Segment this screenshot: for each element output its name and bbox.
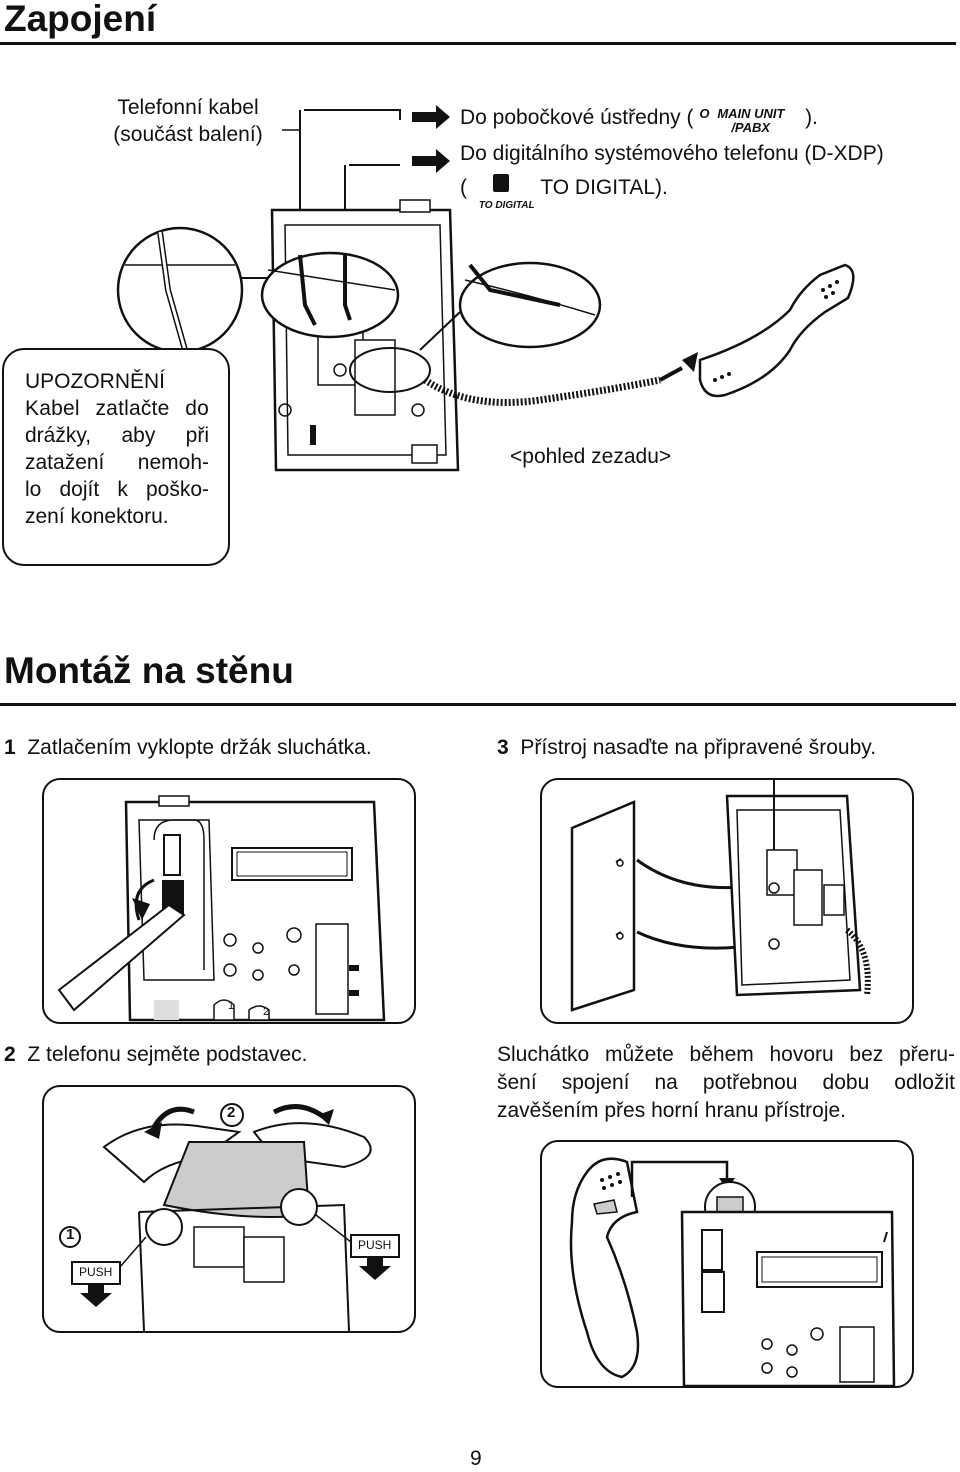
step-number: 2 bbox=[4, 1043, 16, 1066]
note-line: zavěšením přes horní hranu přístroje. bbox=[497, 1099, 847, 1122]
arrow-right-icon bbox=[412, 149, 450, 173]
digital-open: ( bbox=[460, 176, 467, 199]
step-text: Z telefonu sejměte podstavec. bbox=[27, 1043, 308, 1066]
digital-port-icon: TO DIGITAL bbox=[473, 174, 535, 211]
warning-line: drážky, aby při bbox=[25, 424, 209, 447]
stand-removal-illustration bbox=[59, 1103, 400, 1331]
note-line: šení spojení na potřebnou dobu odložit bbox=[497, 1071, 955, 1094]
warning-title: UPOZORNĚNÍ bbox=[25, 370, 166, 393]
section-rule bbox=[0, 703, 956, 706]
connection-illustration bbox=[116, 105, 855, 472]
warning-line: lo dojít k poško- bbox=[25, 478, 209, 501]
push-label: PUSH bbox=[358, 1238, 392, 1252]
circle-two-label: 2 bbox=[227, 1104, 236, 1121]
pabx-port-icon: O MAIN UNIT /PABX bbox=[699, 104, 799, 135]
handset-hook-illustration bbox=[57, 795, 386, 1022]
key-label: 2 bbox=[263, 1006, 270, 1018]
arrow-right-icon bbox=[682, 352, 698, 372]
cable-label-line2: (součást balení) bbox=[113, 123, 263, 146]
section-title: Montáž na stěnu bbox=[4, 650, 294, 691]
arrow-curve-icon bbox=[132, 898, 150, 920]
digital-phone-icon bbox=[492, 174, 509, 192]
circle-one-label: 1 bbox=[66, 1226, 75, 1243]
wall-mounting-illustration bbox=[570, 780, 871, 1012]
rotate-arrow-icon bbox=[144, 1122, 162, 1139]
step-1: 1 Zatlačením vyklopte držák sluchátka. bbox=[4, 734, 372, 761]
arrow-down-icon bbox=[359, 1258, 391, 1280]
pabx-icon-sub: /PABX bbox=[731, 120, 771, 135]
step-number: 3 bbox=[497, 736, 509, 759]
step-2: 2 Z telefonu sejměte podstavec. bbox=[4, 1041, 308, 1068]
handset-hanging-illustration bbox=[569, 1157, 896, 1386]
digital-icon-label: TO DIGITAL bbox=[478, 200, 535, 211]
pabx-prefix: Do pobočkové ústředny ( bbox=[460, 106, 694, 129]
warning-line: zení konektoru. bbox=[25, 505, 169, 528]
illustration-step-3 bbox=[540, 778, 914, 1024]
arrow-right-icon bbox=[412, 105, 450, 129]
illustration-handset-hang bbox=[540, 1140, 914, 1388]
warning-box: UPOZORNĚNÍ Kabel zatlačte do drážky, aby… bbox=[2, 348, 230, 566]
pabx-icon-main: MAIN UNIT bbox=[717, 106, 785, 121]
handset-hang-note: Sluchátko můžete během hovoru bez přeru-… bbox=[497, 1041, 955, 1125]
step-text: Přístroj nasaďte na připravené šrouby. bbox=[520, 736, 877, 759]
page-title: Zapojení bbox=[4, 0, 157, 39]
illustration-step-2: 1 2 PUSH PUSH bbox=[42, 1085, 416, 1333]
key-label: 1 bbox=[228, 1000, 235, 1012]
illustration-step-1: 1 2 bbox=[42, 778, 416, 1024]
arrow-down-icon bbox=[80, 1285, 112, 1307]
pabx-line: Do pobočkové ústředny ( O MAIN UNIT /PAB… bbox=[460, 104, 818, 135]
note-line: Sluchátko můžete během hovoru bez přeru- bbox=[497, 1043, 955, 1066]
step-text: Zatlačením vyklopte držák sluchátka. bbox=[27, 736, 372, 759]
rear-view-label: <pohled zezadu> bbox=[510, 445, 672, 468]
rotate-arrow-icon bbox=[318, 1109, 334, 1125]
page-number: 9 bbox=[470, 1447, 482, 1470]
title-rule bbox=[0, 42, 956, 45]
warning-line: zatažení nemoh- bbox=[25, 451, 209, 474]
pabx-suffix: ). bbox=[805, 106, 818, 129]
warning-line: Kabel zatlačte do bbox=[25, 397, 209, 420]
step-number: 1 bbox=[4, 736, 16, 759]
connection-diagram: Telefonní kabel (součást balení) Do pobo… bbox=[0, 50, 960, 610]
digital-line1: Do digitálního systémového telefonu (D-X… bbox=[460, 142, 884, 165]
cable-label-line1: Telefonní kabel bbox=[117, 96, 259, 119]
step-3: 3 Přístroj nasaďte na připravené šrouby. bbox=[497, 734, 876, 761]
digital-suffix: TO DIGITAL). bbox=[540, 176, 668, 199]
push-label: PUSH bbox=[79, 1265, 113, 1279]
digital-line2: ( TO DIGITAL TO DIGITAL). bbox=[460, 174, 668, 211]
